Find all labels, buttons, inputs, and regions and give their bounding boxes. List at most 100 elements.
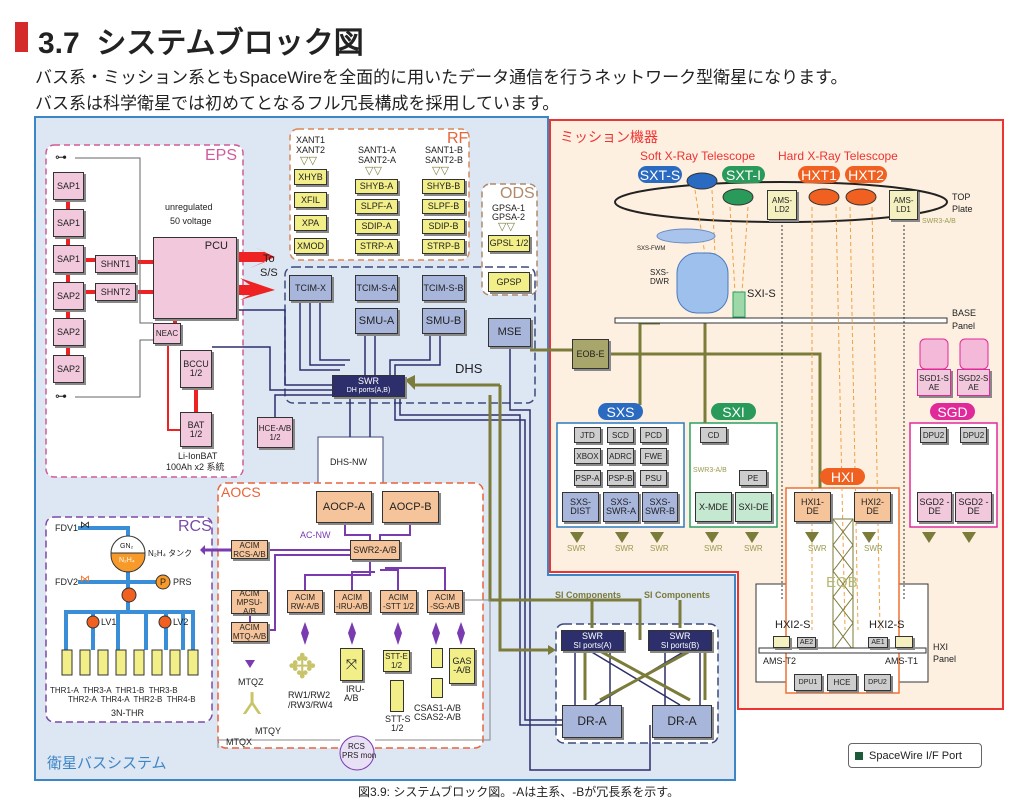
pcu: PCU <box>153 237 237 319</box>
sxs-unit-jtd: JTD <box>574 427 601 443</box>
swr-label: SWR <box>704 544 723 553</box>
ae-label: AE <box>968 382 979 392</box>
antenna-icon: ▽▽ <box>498 221 515 233</box>
sxs-pill: SXS <box>598 403 643 420</box>
hxi-panel-label: Panel <box>933 654 957 664</box>
sxt-i-pill: SXT-I <box>722 166 765 183</box>
ae2: AE2 <box>797 637 816 648</box>
rcs-prs-mon-label: RCS <box>348 742 365 751</box>
bus-system-label: 衛星バスシステム <box>47 755 167 772</box>
sxs-unit-psu: PSU <box>640 470 667 486</box>
gps-antenna-label: GPSA-2 <box>492 212 526 222</box>
to-label: To <box>263 253 275 265</box>
lv2-valve-icon <box>158 615 172 629</box>
hxi-sensor-label: HXI2-S <box>869 619 905 631</box>
ae-label: AE <box>928 382 940 392</box>
top-plate-label: Plate <box>952 204 973 214</box>
sxi-pill: SXI <box>711 403 756 420</box>
swr-label: SWR <box>744 544 763 553</box>
rw-label: RW1/RW2 <box>288 690 331 700</box>
xfil: XFIL <box>294 192 327 208</box>
swr-label: SWR <box>864 544 883 553</box>
sxs-fwm <box>656 228 716 244</box>
eps-note: unregulated <box>165 202 213 212</box>
antenna-label: XANT1 <box>296 135 326 145</box>
sxs-dist: SXS- DIST <box>562 492 599 522</box>
tank-label: N₂H₄ タンク <box>148 549 193 558</box>
ams-t2 <box>773 636 790 648</box>
sxs-unit-fwe: FWE <box>640 448 667 464</box>
hxi-sensor-label: HXI2-S <box>775 619 811 631</box>
sap-panel: SAP1 <box>53 245 84 273</box>
hxt2-pill: HXT2 <box>845 166 887 183</box>
sxi-cd: CD <box>700 427 727 443</box>
aocs-label: AOCS <box>221 484 261 500</box>
mirror-modules <box>686 172 877 206</box>
valve-icon: ⋈ <box>80 520 90 531</box>
shyb-b: SHYB-B <box>422 179 465 194</box>
optical-paths <box>694 189 881 631</box>
sgd1-s-label: SGD1-S <box>919 373 949 383</box>
top-plate-label: TOP <box>952 192 971 202</box>
ams-ld2: AMS-LD2 <box>767 190 797 220</box>
csas-label: CSAS1-A/B <box>414 703 462 713</box>
acim-label: ACIM <box>239 540 260 550</box>
swr-label: SWR <box>567 544 586 553</box>
resistor-icon: ⊶ <box>55 150 67 164</box>
antenna-icon: ▽▽ <box>365 165 382 177</box>
gpsp: GPSP <box>488 272 530 292</box>
hxi-pill: HXI <box>820 468 865 485</box>
antenna-label: SANT1-B <box>425 145 464 155</box>
swr-label: SWR <box>650 544 669 553</box>
prs-p-label: P <box>160 577 167 587</box>
x-mde: X-MDE <box>695 492 732 522</box>
prs-label: PRS <box>173 577 192 587</box>
star-tracker-icon <box>390 680 404 712</box>
page-title: 3.7 システムブロック図 <box>38 27 364 60</box>
base-panel <box>614 317 948 324</box>
acim-sublabel: -IRU-A/B <box>336 601 368 611</box>
mtqz-label: MTQZ <box>238 677 264 687</box>
eps-note: 50 voltage <box>170 216 212 226</box>
sgd-dpu: DPU2 <box>920 427 947 443</box>
bccu: BCCU 1/2 <box>180 350 212 388</box>
thruster-group-label: 3N-THR <box>111 708 144 718</box>
gpsl: GPSL 1/2 <box>488 235 530 252</box>
sgd-dpu: DPU2 <box>960 427 987 443</box>
sxs-swr-b: SXS- SWR-B <box>642 492 678 522</box>
reaction-wheel-icon: ✥ <box>288 648 317 686</box>
rcs-plumbing <box>64 526 195 650</box>
rf-label: RF <box>447 130 469 147</box>
thruster-labels: THR1-A THR3-A THR1-B THR3-B <box>50 686 178 695</box>
antenna-icon: ▽▽ <box>432 165 449 177</box>
acim-sublabel: MPSU-A/B <box>236 597 263 616</box>
csas-label: CSAS2-A/B <box>414 712 462 722</box>
intro-line-2: バス系は科学衛星では初めてとなるフル冗長構成を採用しています。 <box>35 94 560 113</box>
acim-iru: ACIM-IRU-A/B <box>334 590 370 613</box>
smu-b: SMU-B <box>422 308 465 334</box>
antenna-label: SANT1-A <box>358 145 397 155</box>
sap-panel: SAP1 <box>53 209 84 237</box>
sdip-b: SDIP-B <box>422 219 465 234</box>
slpf-a: SLPF-A <box>355 199 398 214</box>
mse: MSE <box>488 318 531 347</box>
gyro-icon: ⤧ <box>345 656 358 672</box>
swr-label: SWR <box>582 630 603 641</box>
swr-label: SWR <box>669 630 691 641</box>
strp-b: STRP-B <box>422 239 465 254</box>
soft-xray-telescope-label: Soft X-Ray Telescope <box>640 149 756 163</box>
sdip-a: SDIP-A <box>355 219 398 234</box>
ams-t1 <box>895 636 913 648</box>
ss-label: S/S <box>260 267 278 279</box>
sxs-dwr-label: SXS- <box>650 268 669 277</box>
title-accent-bar <box>15 22 28 52</box>
tcim-s-b: TCIM-S-B <box>422 275 465 301</box>
sgd2-s-label: SGD2-S <box>958 373 989 383</box>
ams-t2-label: AMS-T2 <box>763 656 797 666</box>
swr3-label: SWR3-A/B <box>922 218 956 225</box>
swr-sublabel: DH ports(A,B) <box>346 387 391 394</box>
